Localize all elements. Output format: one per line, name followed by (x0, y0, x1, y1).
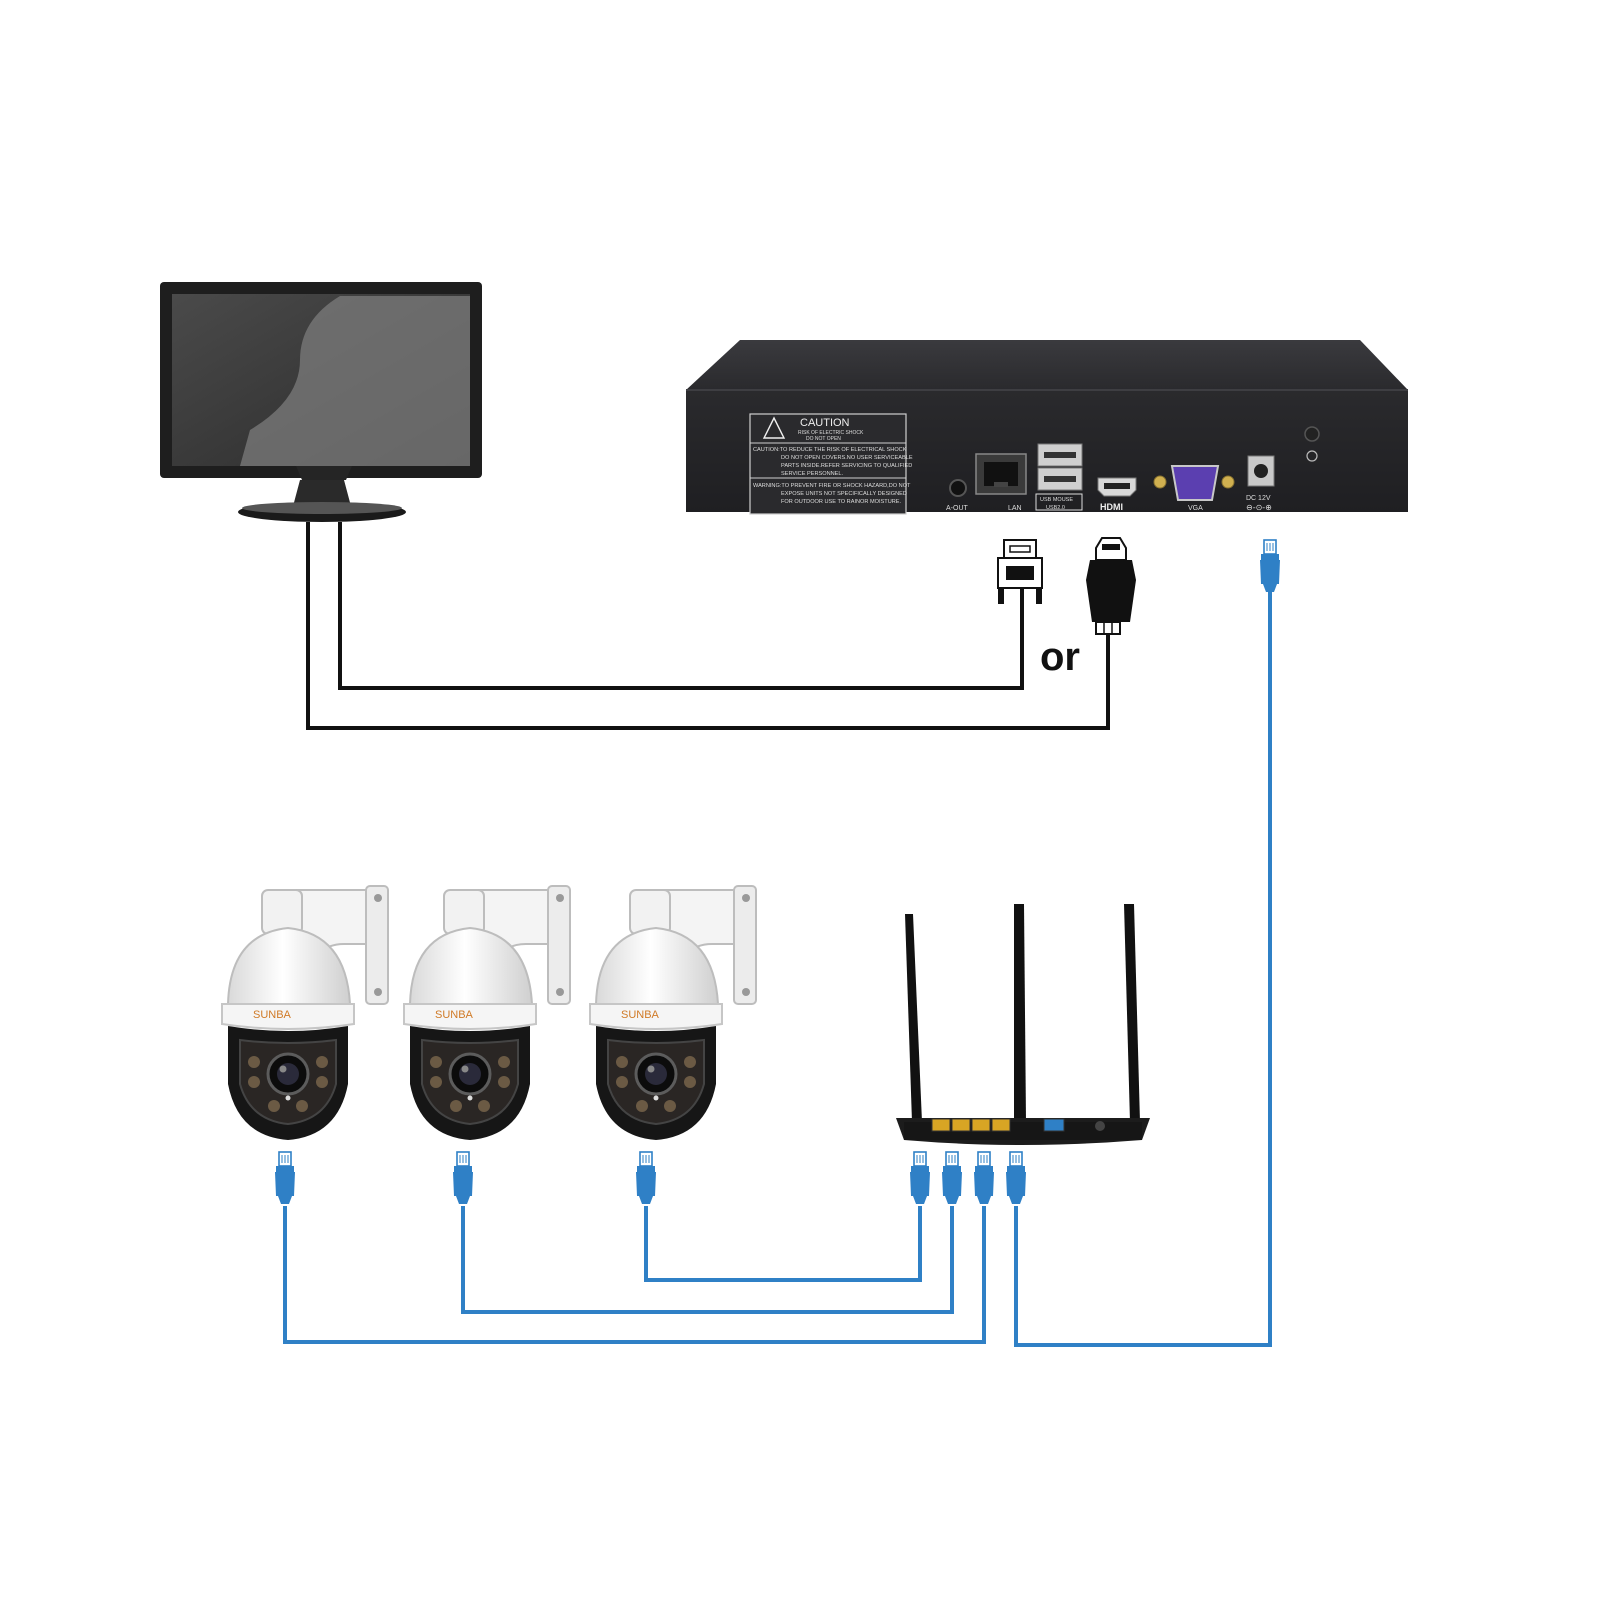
caution-title: CAUTION (800, 417, 850, 429)
port-aout: A-OUT (946, 479, 969, 512)
caution-sub-1: RISK OF ELECTRIC SHOCK (798, 430, 864, 436)
camera-2-brand: SUNBA (435, 1009, 474, 1021)
dc-polarity-icon: ⊖-⊙-⊕ (1246, 503, 1272, 512)
rj45-connector-camera-2 (452, 1151, 474, 1205)
port-lan: LAN (975, 453, 1027, 512)
nvr-router-cable (1014, 592, 1272, 1347)
camera-2-cable (461, 1206, 954, 1314)
port-dc-label: DC 12V (1246, 495, 1271, 502)
port-aout-label: A-OUT (946, 505, 969, 512)
router (896, 904, 1150, 1145)
caution-text-4: SERVICE PERSONNEL. (781, 471, 844, 477)
warning-text-1: WARNING:TO PREVENT FIRE OR SHOCK HAZARD,… (753, 483, 911, 489)
port-usb: USB MOUSE USB2.0 (1035, 443, 1083, 511)
caution-text-3: PARTS INSIDE.REFER SERVICING TO QUALIFIE… (781, 463, 912, 469)
camera-3-cable (644, 1206, 922, 1282)
camera-1-cable (283, 1206, 986, 1344)
port-vga-label: VGA (1188, 505, 1203, 512)
vga-connector (997, 539, 1043, 604)
caution-sub-2: DO NOT OPEN (806, 436, 841, 442)
rj45-connector-router-2 (941, 1151, 963, 1205)
camera-1-brand: SUNBA (253, 1009, 292, 1021)
ptz-camera-2: SUNBA (402, 884, 572, 1142)
hdmi-cable (306, 522, 1110, 730)
vga-cable (338, 522, 1024, 690)
screw-icon (1304, 426, 1320, 442)
ptz-camera-1: SUNBA (220, 884, 390, 1142)
rj45-connector-camera-3 (635, 1151, 657, 1205)
port-vga: VGA (1153, 465, 1235, 512)
port-hdmi: HDMI (1097, 477, 1137, 512)
port-dc: DC 12V ⊖-⊙-⊕ (1246, 455, 1275, 512)
warning-text-2: EXPOSE UNITS NOT SPECIFICALLY DESIGNED (781, 491, 907, 497)
nvr: CAUTION RISK OF ELECTRIC SHOCK DO NOT OP… (686, 340, 1408, 515)
caution-text-2: DO NOT OPEN COVERS.NO USER SERVICEABLE (781, 455, 913, 461)
or-label: or (1040, 635, 1080, 679)
caution-text-1: CAUTION:TO REDUCE THE RISK OF ELECTRICAL… (753, 447, 907, 453)
rj45-connector-router-wan (1005, 1151, 1027, 1205)
monitor (160, 282, 482, 522)
ptz-camera-3: SUNBA (588, 884, 758, 1142)
video-cables (306, 522, 1110, 730)
hdmi-connector (1086, 537, 1136, 635)
ground-icon (1306, 450, 1318, 462)
caution-label: CAUTION RISK OF ELECTRIC SHOCK DO NOT OP… (749, 413, 913, 515)
rj45-connector-nvr (1259, 539, 1281, 593)
rj45-connector-router-3 (973, 1151, 995, 1205)
port-usb-label-2: USB2.0 (1046, 505, 1065, 511)
warning-text-3: FOR OUTDOOR USE TO RAINOR MOISTURE. (781, 499, 902, 505)
port-hdmi-label: HDMI (1100, 502, 1123, 512)
ethernet-cables (283, 592, 1272, 1347)
port-usb-label-1: USB MOUSE (1040, 497, 1073, 503)
rj45-connector-camera-1 (274, 1151, 296, 1205)
rj45-connector-router-1 (909, 1151, 931, 1205)
port-lan-label: LAN (1008, 505, 1022, 512)
camera-3-brand: SUNBA (621, 1009, 660, 1021)
